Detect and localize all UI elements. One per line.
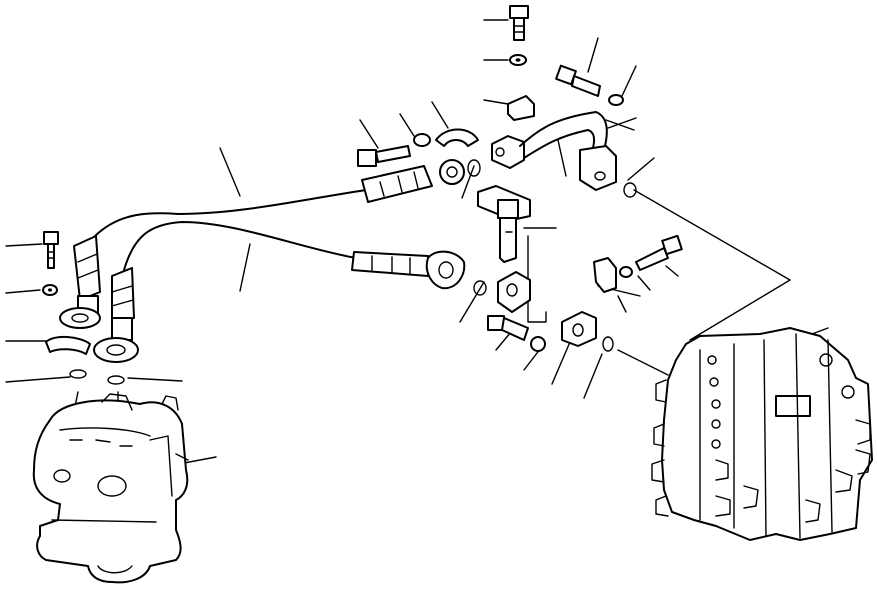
o-ring: [69, 369, 87, 379]
washer: [608, 94, 624, 106]
lower-right-fittings: [425, 234, 683, 352]
clamp: [593, 257, 617, 293]
hose-sleeve: [361, 165, 433, 203]
pipe-flange: [579, 145, 617, 191]
flange-block: [491, 135, 525, 169]
valve-port: [775, 395, 811, 417]
clamp: [507, 95, 535, 121]
o-ring: [623, 182, 637, 198]
pump-body: [32, 393, 189, 584]
flange-block: [497, 271, 531, 313]
hose-assembly: [73, 165, 433, 323]
washer: [413, 133, 431, 147]
o-ring: [107, 375, 125, 385]
leader-lines: [5, 19, 829, 464]
flange-block: [561, 311, 597, 347]
bolt: [43, 231, 59, 245]
o-ring: [473, 280, 487, 296]
split-flange: [45, 336, 91, 355]
hose-sleeve: [73, 235, 101, 301]
bolt: [357, 149, 377, 167]
o-ring: [602, 336, 614, 352]
bolt: [509, 5, 529, 19]
control-valve: [651, 327, 873, 541]
left-flange-fittings: [42, 231, 139, 385]
hose-sleeve: [111, 267, 135, 323]
washer: [530, 336, 546, 352]
o-ring: [467, 159, 481, 177]
hose-sleeve: [351, 251, 429, 277]
upper-right-fittings: [357, 5, 637, 263]
split-flange: [435, 128, 479, 147]
washer: [619, 266, 633, 278]
